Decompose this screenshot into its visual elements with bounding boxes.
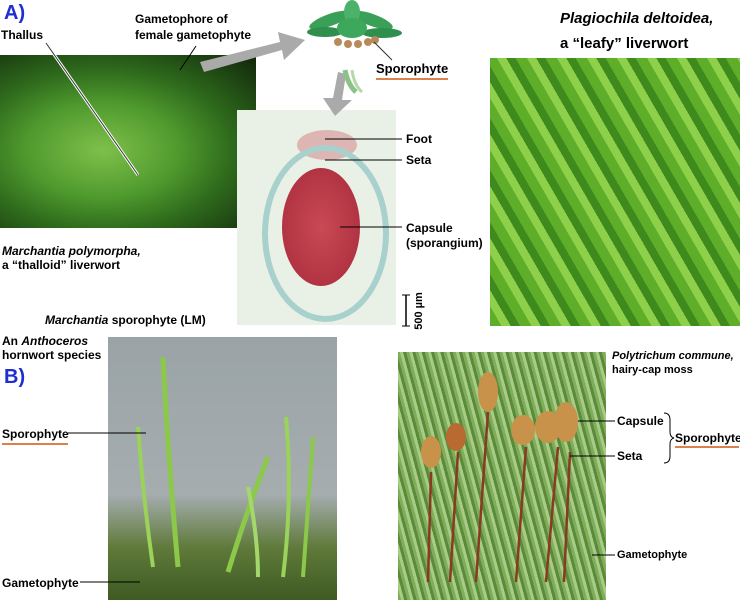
caption-plagiochila-2: a “leafy” liverwort	[560, 35, 689, 52]
label-seta: Seta	[406, 153, 432, 167]
caption-anthoceros-1: An Anthoceros	[2, 334, 88, 348]
label-sporophyte-a: Sporophyte	[376, 61, 449, 76]
caption-polytrichum-1: Polytrichum commune,	[612, 350, 734, 362]
caption-anthoceros-1a: An	[2, 334, 22, 348]
panel-b-letter: B)	[4, 366, 26, 388]
caption-anthoceros-1b: Anthoceros	[21, 334, 89, 348]
caption-anthoceros-2: hornwort species	[2, 348, 102, 362]
anthoceros-photo	[108, 337, 337, 600]
label-gametophyte-c: Gametophyte	[617, 549, 688, 561]
arrow-right-icon	[200, 32, 305, 72]
arrow-down-icon	[323, 72, 352, 116]
caption-plagiochila-1: Plagiochila deltoidea,	[560, 10, 714, 27]
caption-lm-rest: sporophyte (LM)	[108, 313, 206, 327]
label-gametophore-2: female gametophyte	[135, 28, 252, 42]
caption-lm-italic: Marchantia	[45, 313, 109, 327]
sporophyte-lm-photo	[237, 110, 396, 325]
sporophyte-underline-a	[376, 78, 448, 80]
caption-marchantia-1: Marchantia polymorpha,	[2, 244, 141, 258]
panel-a-letter: A)	[4, 2, 26, 24]
label-seta-c: Seta	[617, 449, 643, 463]
label-gametophore-1: Gametophore of	[135, 12, 228, 26]
tissue-ring	[262, 145, 389, 322]
plagiochila-photo	[490, 58, 740, 326]
polytrichum-photo	[398, 352, 606, 600]
sporophyte-underline-c	[675, 446, 739, 448]
sporophyte-underline-b	[2, 443, 68, 445]
brace-icon	[663, 412, 675, 464]
label-gametophyte-b: Gametophyte	[2, 576, 79, 590]
label-sporophyte-c: Sporophyte	[675, 431, 740, 445]
moss-capsules	[421, 372, 578, 583]
label-sporophyte-b: Sporophyte	[2, 427, 69, 441]
caption-polytrichum-2: hairy-cap moss	[612, 364, 693, 376]
label-sporangium: (sporangium)	[406, 236, 483, 250]
marchantia-photo	[0, 55, 256, 228]
hornwort-sporophytes	[136, 356, 315, 578]
caption-marchantia-2: a “thalloid” liverwort	[2, 258, 121, 272]
label-foot: Foot	[406, 132, 432, 146]
label-capsule: Capsule	[406, 221, 453, 235]
label-thallus: Thallus	[1, 28, 44, 42]
gametophore-drawing	[307, 0, 402, 94]
caption-lm: Marchantia sporophyte (LM)	[45, 313, 206, 327]
label-capsule-c: Capsule	[617, 414, 664, 428]
